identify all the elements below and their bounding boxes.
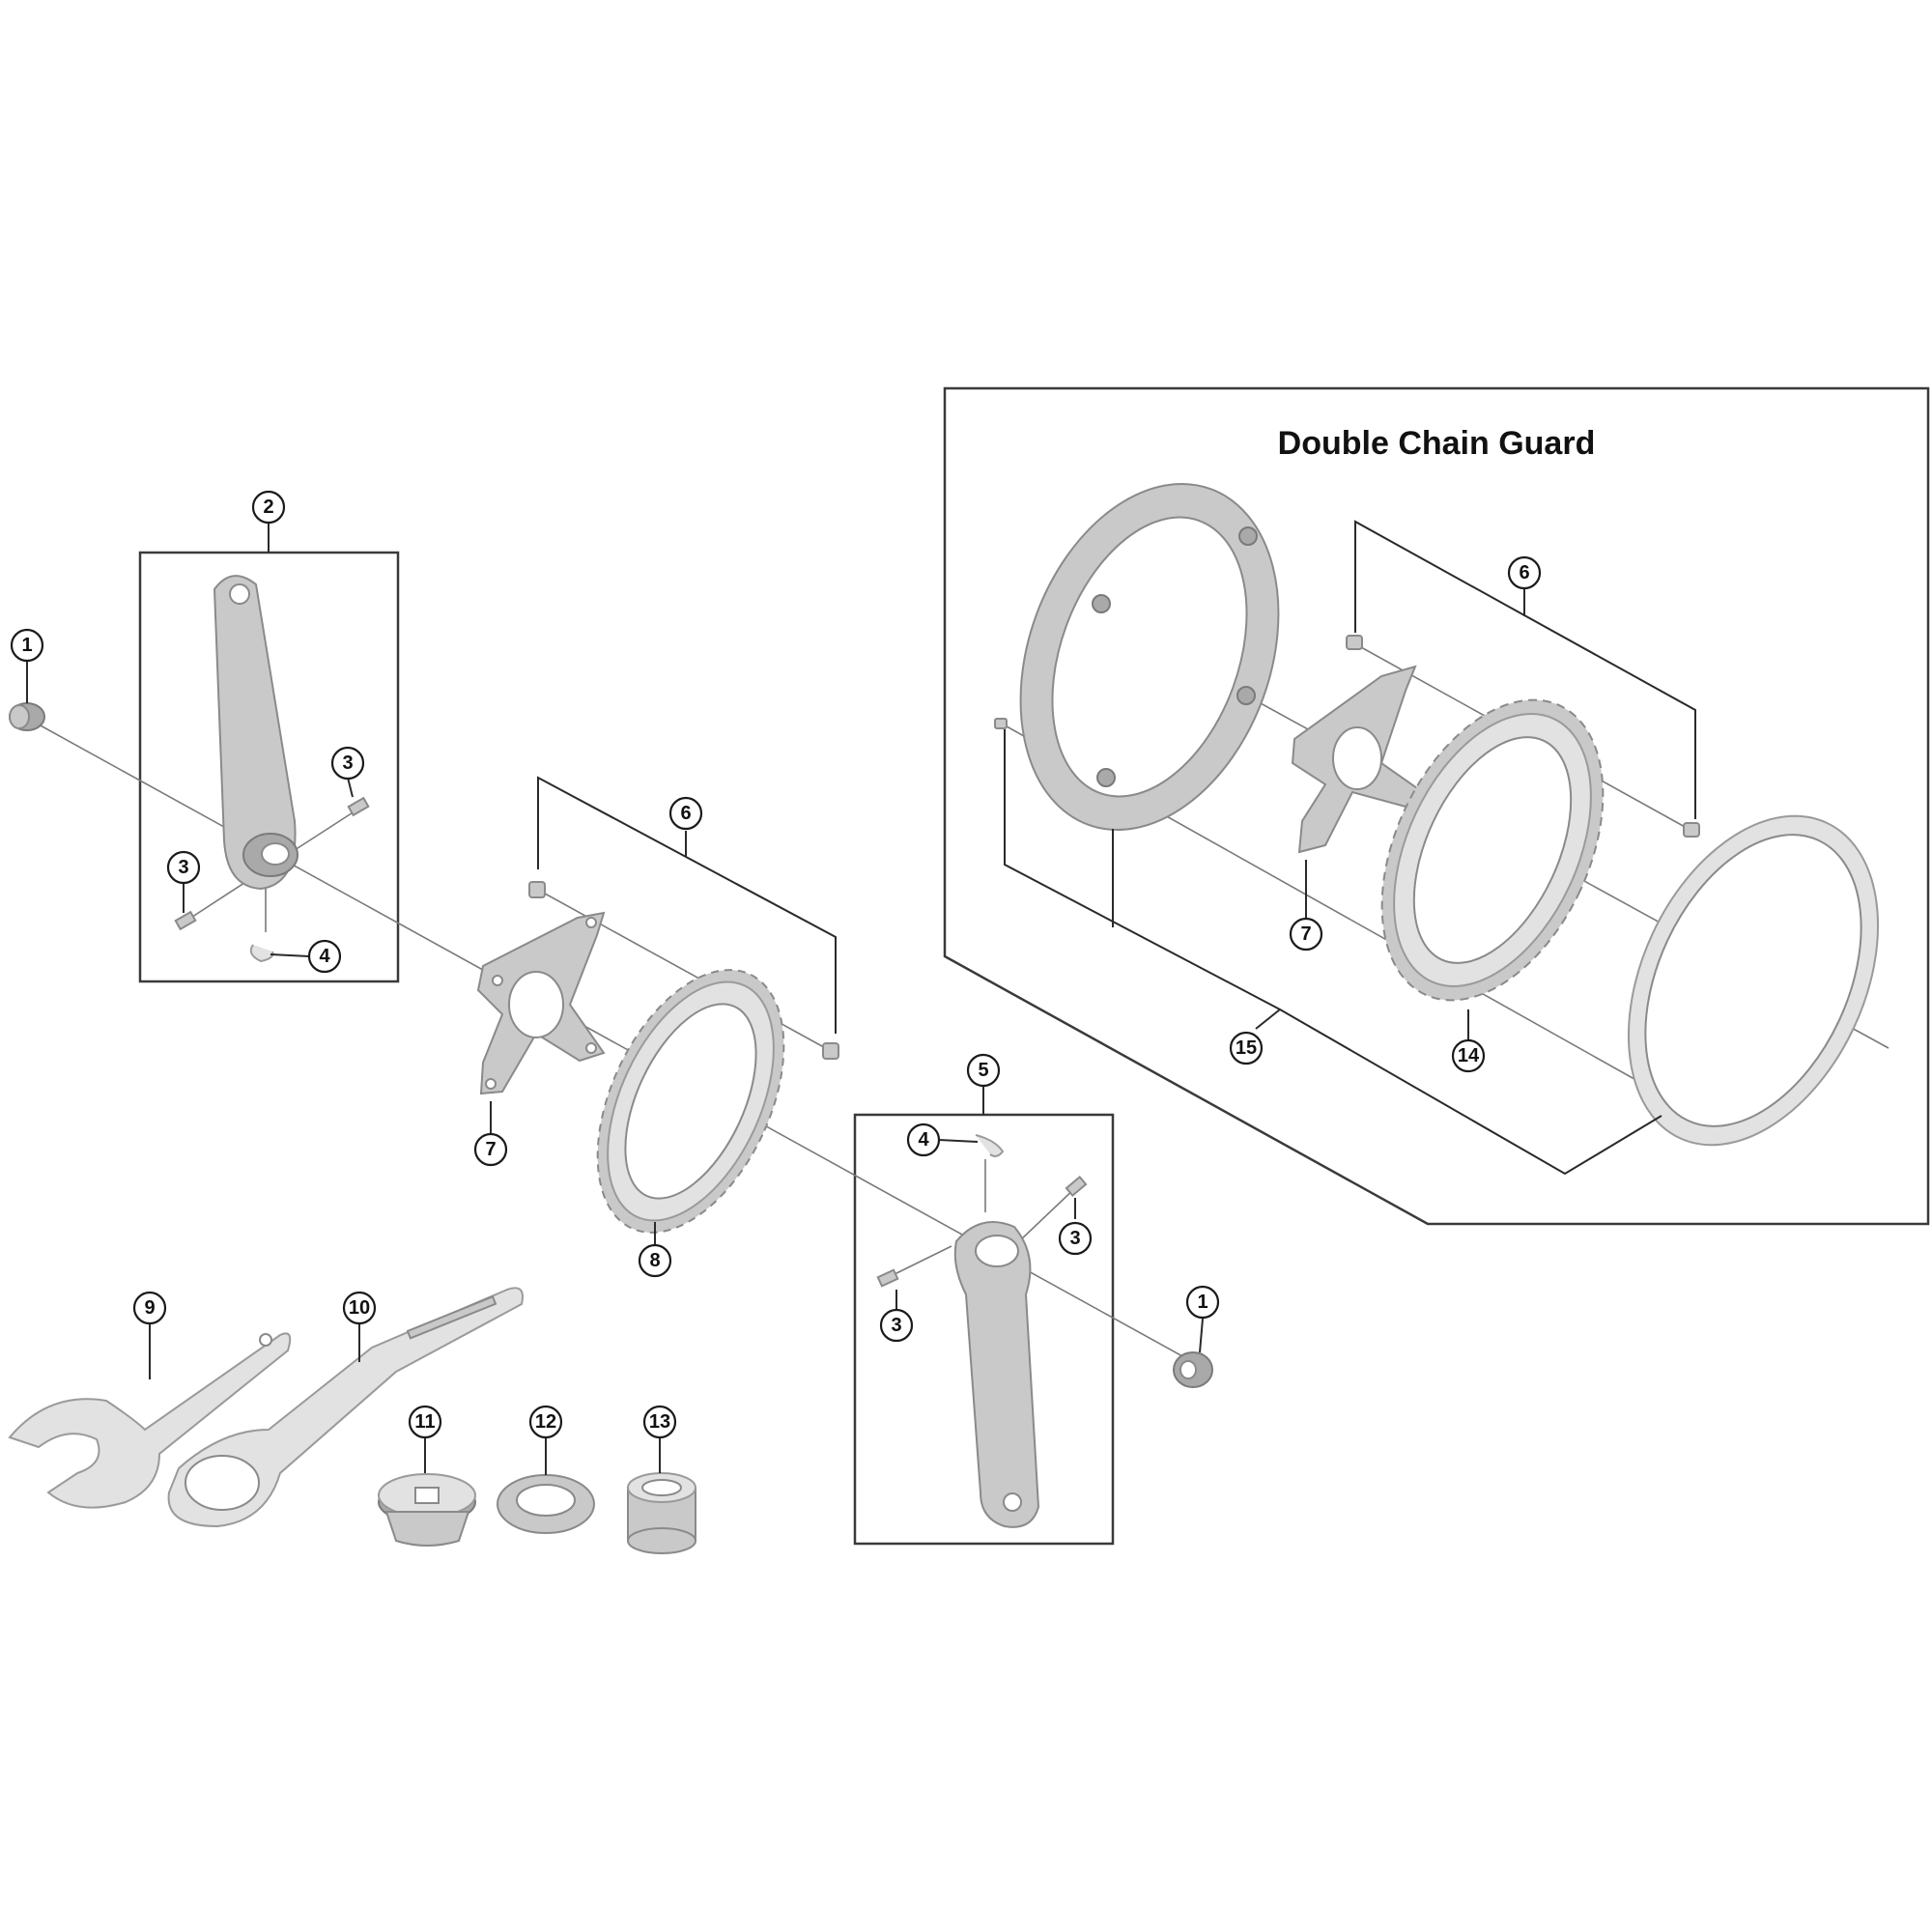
- leader-c6a: [537, 776, 837, 1034]
- safety-plate-right-part: [975, 1134, 1005, 1157]
- svg-text:7: 7: [1300, 923, 1311, 945]
- svg-text:1: 1: [1197, 1292, 1208, 1313]
- guard-chainring-bolt-upper-part: [1346, 635, 1363, 650]
- pinch-bolt-right-upper-part: [1065, 1175, 1088, 1198]
- callout-13: 13: [642, 1405, 677, 1439]
- callout-3-right-upper: 3: [1058, 1221, 1093, 1256]
- spider-left-part: [476, 911, 606, 1095]
- leader-c4a: [270, 953, 310, 957]
- svg-text:3: 3: [1069, 1228, 1080, 1249]
- guard-fixing-bolt-part: [994, 718, 1008, 729]
- svg-text:4: 4: [918, 1129, 929, 1151]
- callout-11: 11: [408, 1405, 442, 1439]
- callout-5: 5: [966, 1053, 1001, 1088]
- svg-text:3: 3: [178, 857, 188, 878]
- pinch-bolt-left-lower-part: [174, 910, 197, 931]
- callout-4-right: 4: [906, 1122, 941, 1157]
- leader-c4b: [938, 1139, 979, 1143]
- right-crank-arm-part: [953, 1221, 1040, 1528]
- leader-c3a: [347, 777, 354, 798]
- pinch-bolt-left-upper-part: [347, 796, 370, 817]
- bb-wrench-tool-part: [8, 1332, 292, 1509]
- callout-7-guard: 7: [1289, 917, 1323, 952]
- svg-text:11: 11: [414, 1411, 435, 1433]
- callout-12: 12: [528, 1405, 563, 1439]
- svg-text:14: 14: [1458, 1045, 1480, 1066]
- chainring-bolt-left-part: [528, 881, 546, 898]
- svg-text:1: 1: [21, 635, 32, 656]
- pinch-bolt-right-lower-part: [876, 1268, 899, 1288]
- right-crank-bolt-axis-a: [888, 1245, 952, 1278]
- svg-text:13: 13: [649, 1411, 670, 1433]
- left-crank-bolt-axis-b: [294, 809, 358, 851]
- svg-text:7: 7: [485, 1139, 496, 1160]
- guard-chainring-bolt-lower-part: [1683, 822, 1700, 838]
- callout-8: 8: [638, 1243, 672, 1278]
- callout-14: 14: [1451, 1038, 1486, 1073]
- svg-text:5: 5: [978, 1060, 988, 1081]
- callout-9: 9: [132, 1291, 167, 1325]
- double-chain-guard-title: Double Chain Guard: [1278, 425, 1596, 462]
- leader-c15-stem: [1255, 1009, 1281, 1030]
- crank-fixing-bolt-right-part: [1173, 1351, 1213, 1388]
- callout-2: 2: [251, 490, 286, 525]
- svg-text:12: 12: [535, 1411, 556, 1433]
- safety-plate-left-part: [249, 944, 274, 963]
- callout-3-right-lower: 3: [879, 1308, 914, 1343]
- callout-10: 10: [342, 1291, 377, 1325]
- crank-install-tool-part: [167, 1287, 524, 1528]
- callout-15: 15: [1229, 1031, 1264, 1065]
- callout-1-right: 1: [1185, 1285, 1220, 1320]
- svg-text:3: 3: [891, 1315, 901, 1336]
- callout-1-left: 1: [10, 628, 44, 663]
- callout-6-guard: 6: [1507, 555, 1542, 590]
- bb-adapter-tool-part: [378, 1473, 476, 1547]
- svg-text:4: 4: [319, 946, 330, 967]
- svg-text:8: 8: [649, 1250, 660, 1271]
- svg-text:9: 9: [144, 1297, 155, 1319]
- callout-3-left-upper: 3: [330, 746, 365, 781]
- callout-4-left: 4: [307, 939, 342, 974]
- left-crank-arm-part: [213, 575, 298, 891]
- svg-text:15: 15: [1236, 1037, 1257, 1059]
- svg-text:2: 2: [263, 497, 273, 518]
- callout-7-left: 7: [473, 1132, 508, 1167]
- svg-text:10: 10: [349, 1297, 370, 1319]
- svg-text:6: 6: [680, 803, 691, 824]
- bb-cup-ring-tool-part: [497, 1474, 595, 1534]
- guard-chainring-part: [1380, 698, 1605, 1002]
- svg-text:6: 6: [1519, 562, 1529, 583]
- chainring-left-part: [596, 969, 785, 1234]
- chainring-bolt-right-part: [822, 1042, 839, 1060]
- guard-spider-part: [1291, 665, 1422, 854]
- bb-socket-tool-part: [627, 1472, 696, 1554]
- callout-3-left-lower: 3: [166, 850, 201, 885]
- leader-c1b: [1199, 1318, 1204, 1353]
- callout-6-left: 6: [668, 796, 703, 831]
- inner-chain-guard-part: [1019, 482, 1280, 832]
- double-chain-guard-frame: [943, 386, 1930, 1226]
- svg-text:3: 3: [342, 753, 353, 774]
- outer-chain-guard-part: [1627, 814, 1880, 1147]
- crank-fixing-bolt-left-part: [9, 702, 45, 731]
- right-crank-bolt-axis-b: [1018, 1185, 1078, 1242]
